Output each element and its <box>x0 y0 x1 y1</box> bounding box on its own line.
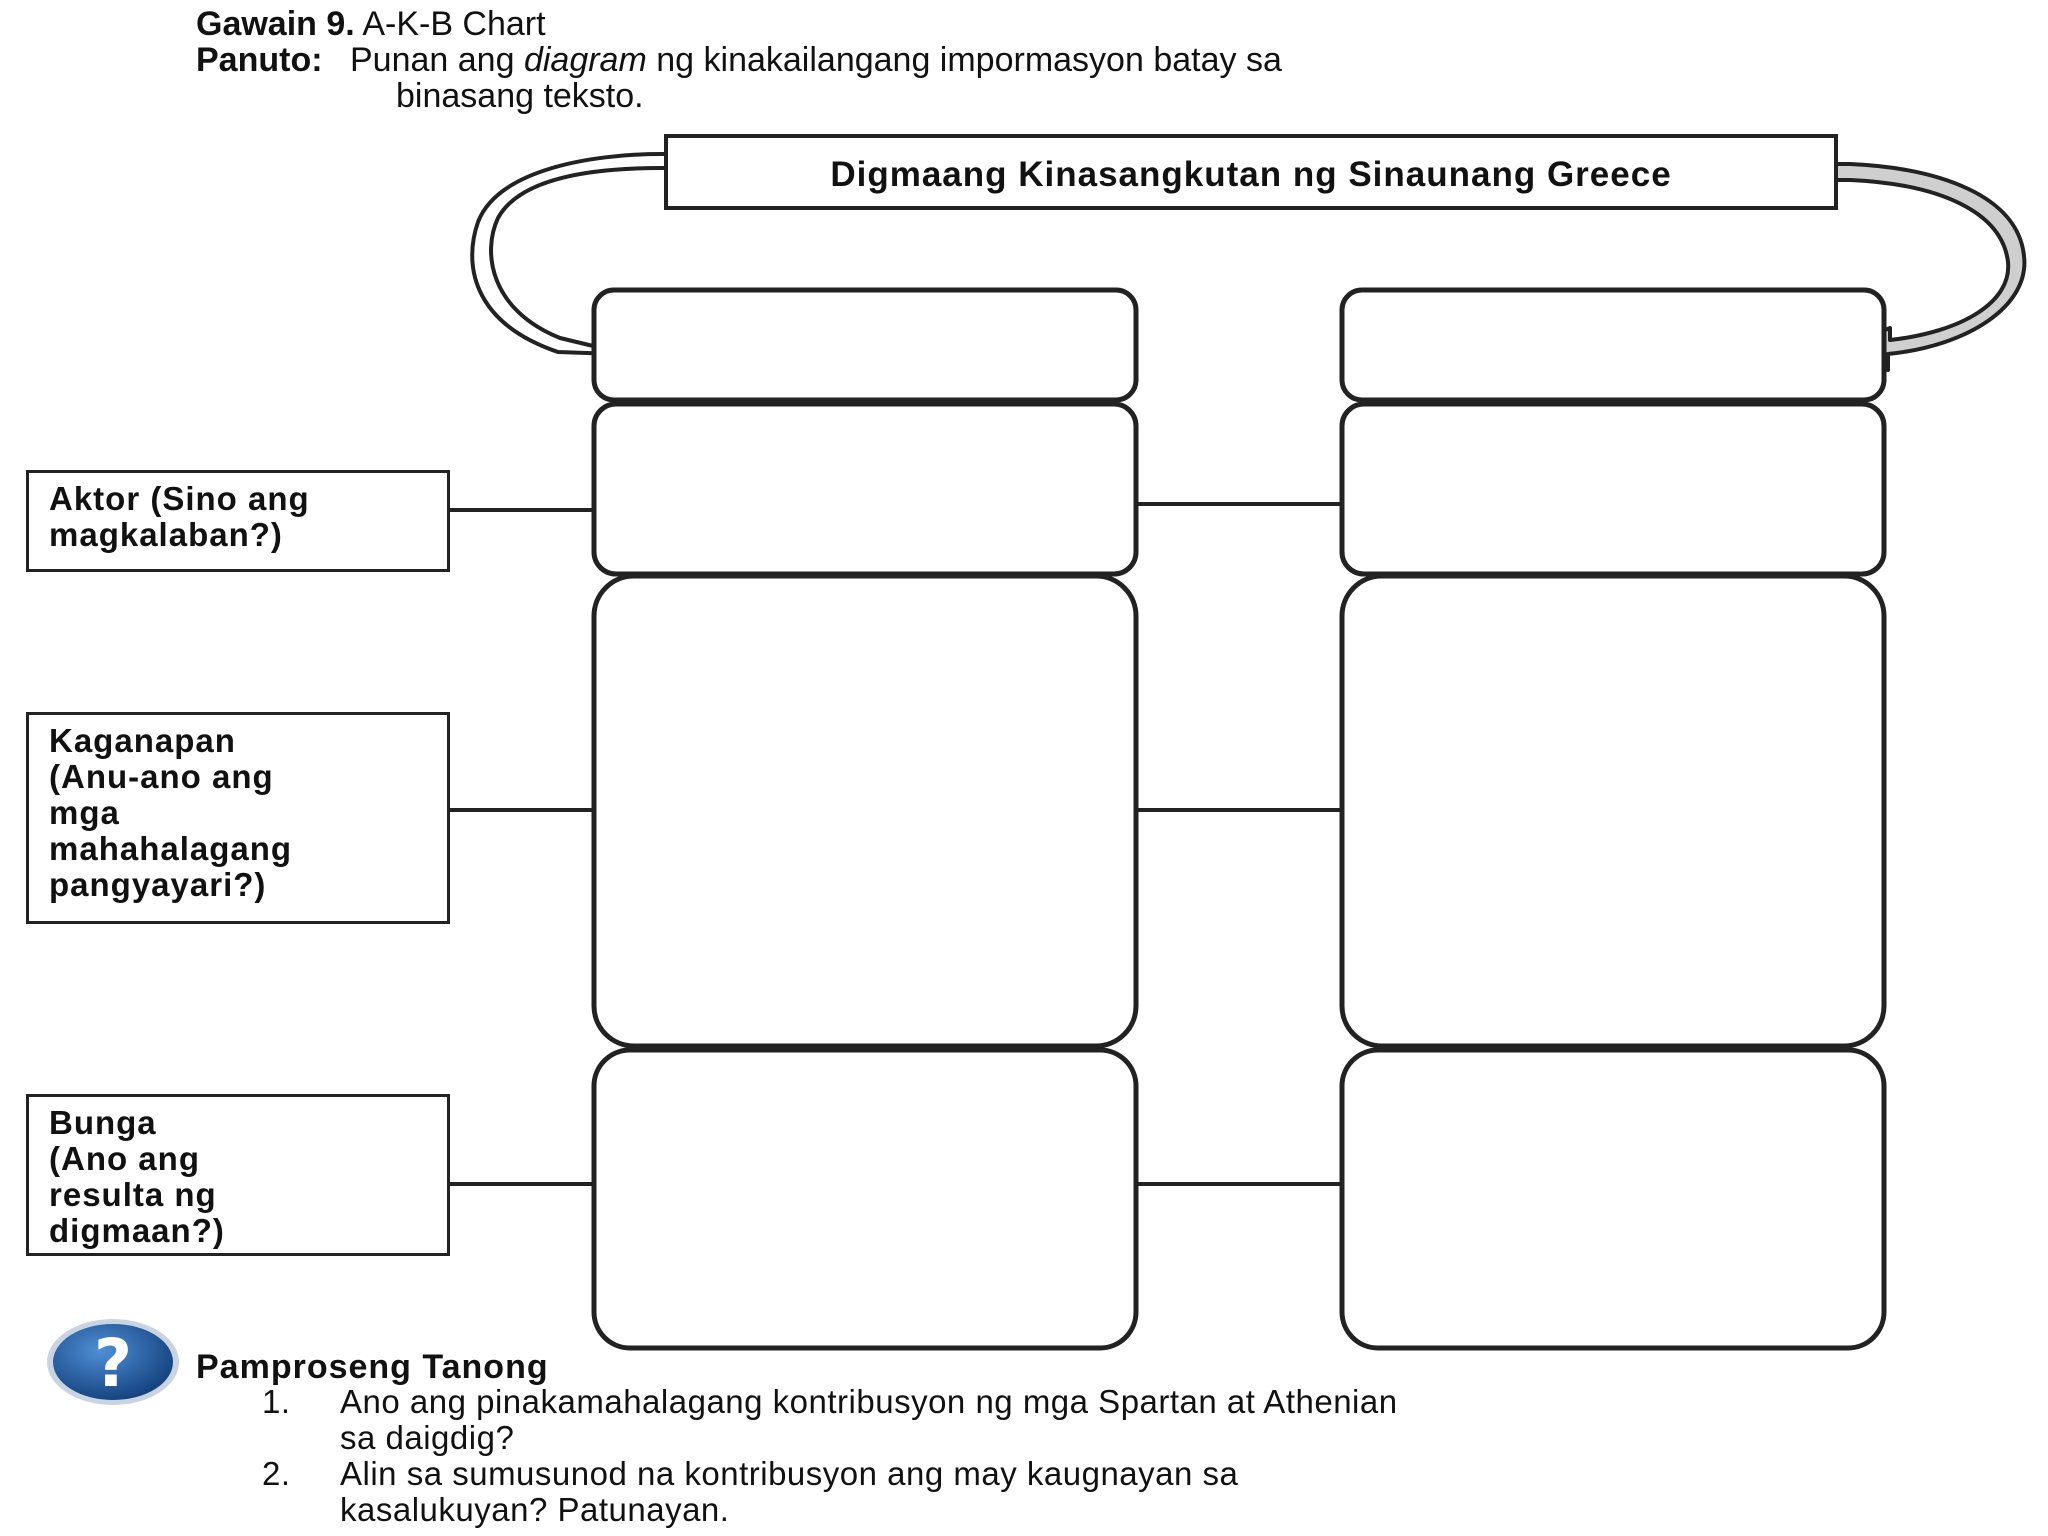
kaganapan-label-line: mahahalagang <box>49 830 293 867</box>
left-aktor-box[interactable] <box>591 401 1139 577</box>
question-item: 1. Ano ang pinakamahalagang kontribusyon… <box>262 1384 1962 1456</box>
instruction-line-1: Panuto: Punan ang diagram ng kinakailang… <box>196 42 1282 78</box>
question-number: 1. <box>262 1383 291 1420</box>
bunga-label: Bunga (Ano ang resulta ng digmaan?) <box>26 1094 450 1256</box>
question-number: 2. <box>262 1455 291 1492</box>
question-item: 2. Alin sa sumusunod na kontribusyon ang… <box>262 1456 1962 1528</box>
instruction-text-before: Punan ang <box>350 41 515 79</box>
kaganapan-label-line: mga <box>49 794 120 831</box>
activity-title: A-K-B Chart <box>362 5 546 43</box>
aktor-label-line: magkalaban?) <box>49 516 283 553</box>
svg-text:?: ? <box>94 1325 132 1402</box>
questions-title: Pamproseng Tanong <box>196 1348 549 1386</box>
question-text: Ano ang pinakamahalagang kontribusyon ng… <box>340 1384 1900 1456</box>
diagram-title-box <box>664 134 1838 210</box>
bunga-label-line: (Ano ang <box>49 1140 200 1177</box>
kaganapan-label-line: (Anu-ano ang <box>49 758 274 795</box>
instruction-label: Panuto: <box>196 41 323 79</box>
diagram-title: Digmaang Kinasangkutan ng Sinaunang Gree… <box>830 155 1671 194</box>
right-bunga-box[interactable] <box>1339 1047 1887 1351</box>
question-text: Alin sa sumusunod na kontribusyon ang ma… <box>340 1456 1900 1528</box>
activity-heading: Gawain 9. A-K-B Chart <box>196 6 546 42</box>
aktor-label: Aktor (Sino ang magkalaban?) <box>26 470 450 572</box>
left-war-name-box[interactable] <box>591 287 1139 403</box>
right-war-name-box[interactable] <box>1339 287 1887 403</box>
bunga-label-line: Bunga <box>49 1104 157 1141</box>
question-mark-icon: ? <box>47 1319 179 1405</box>
bunga-label-line: digmaan?) <box>49 1212 225 1249</box>
question-line: sa daigdig? <box>340 1419 515 1456</box>
question-line: Ano ang pinakamahalagang kontribusyon ng… <box>340 1383 1398 1420</box>
kaganapan-label-line: Kaganapan <box>49 722 236 759</box>
question-line: kasalukuyan? Patunayan. <box>340 1491 730 1528</box>
kaganapan-label: Kaganapan (Anu-ano ang mga mahahalagang … <box>26 712 450 924</box>
instruction-text-after: ng kinakailangang impormasyon batay sa <box>656 41 1282 79</box>
left-bunga-box[interactable] <box>591 1047 1139 1351</box>
kaganapan-label-line: pangyayari?) <box>49 866 267 903</box>
aktor-label-line: Aktor (Sino ang <box>49 480 310 517</box>
left-kaganapan-box[interactable] <box>591 573 1139 1049</box>
activity-label: Gawain 9. <box>196 5 355 43</box>
instruction-italic: diagram <box>523 41 647 79</box>
right-kaganapan-box[interactable] <box>1339 573 1887 1049</box>
bunga-label-line: resulta ng <box>49 1176 217 1213</box>
instruction-line-2: binasang teksto. <box>396 77 644 115</box>
right-aktor-box[interactable] <box>1339 401 1887 577</box>
question-line: Alin sa sumusunod na kontribusyon ang ma… <box>340 1455 1239 1492</box>
